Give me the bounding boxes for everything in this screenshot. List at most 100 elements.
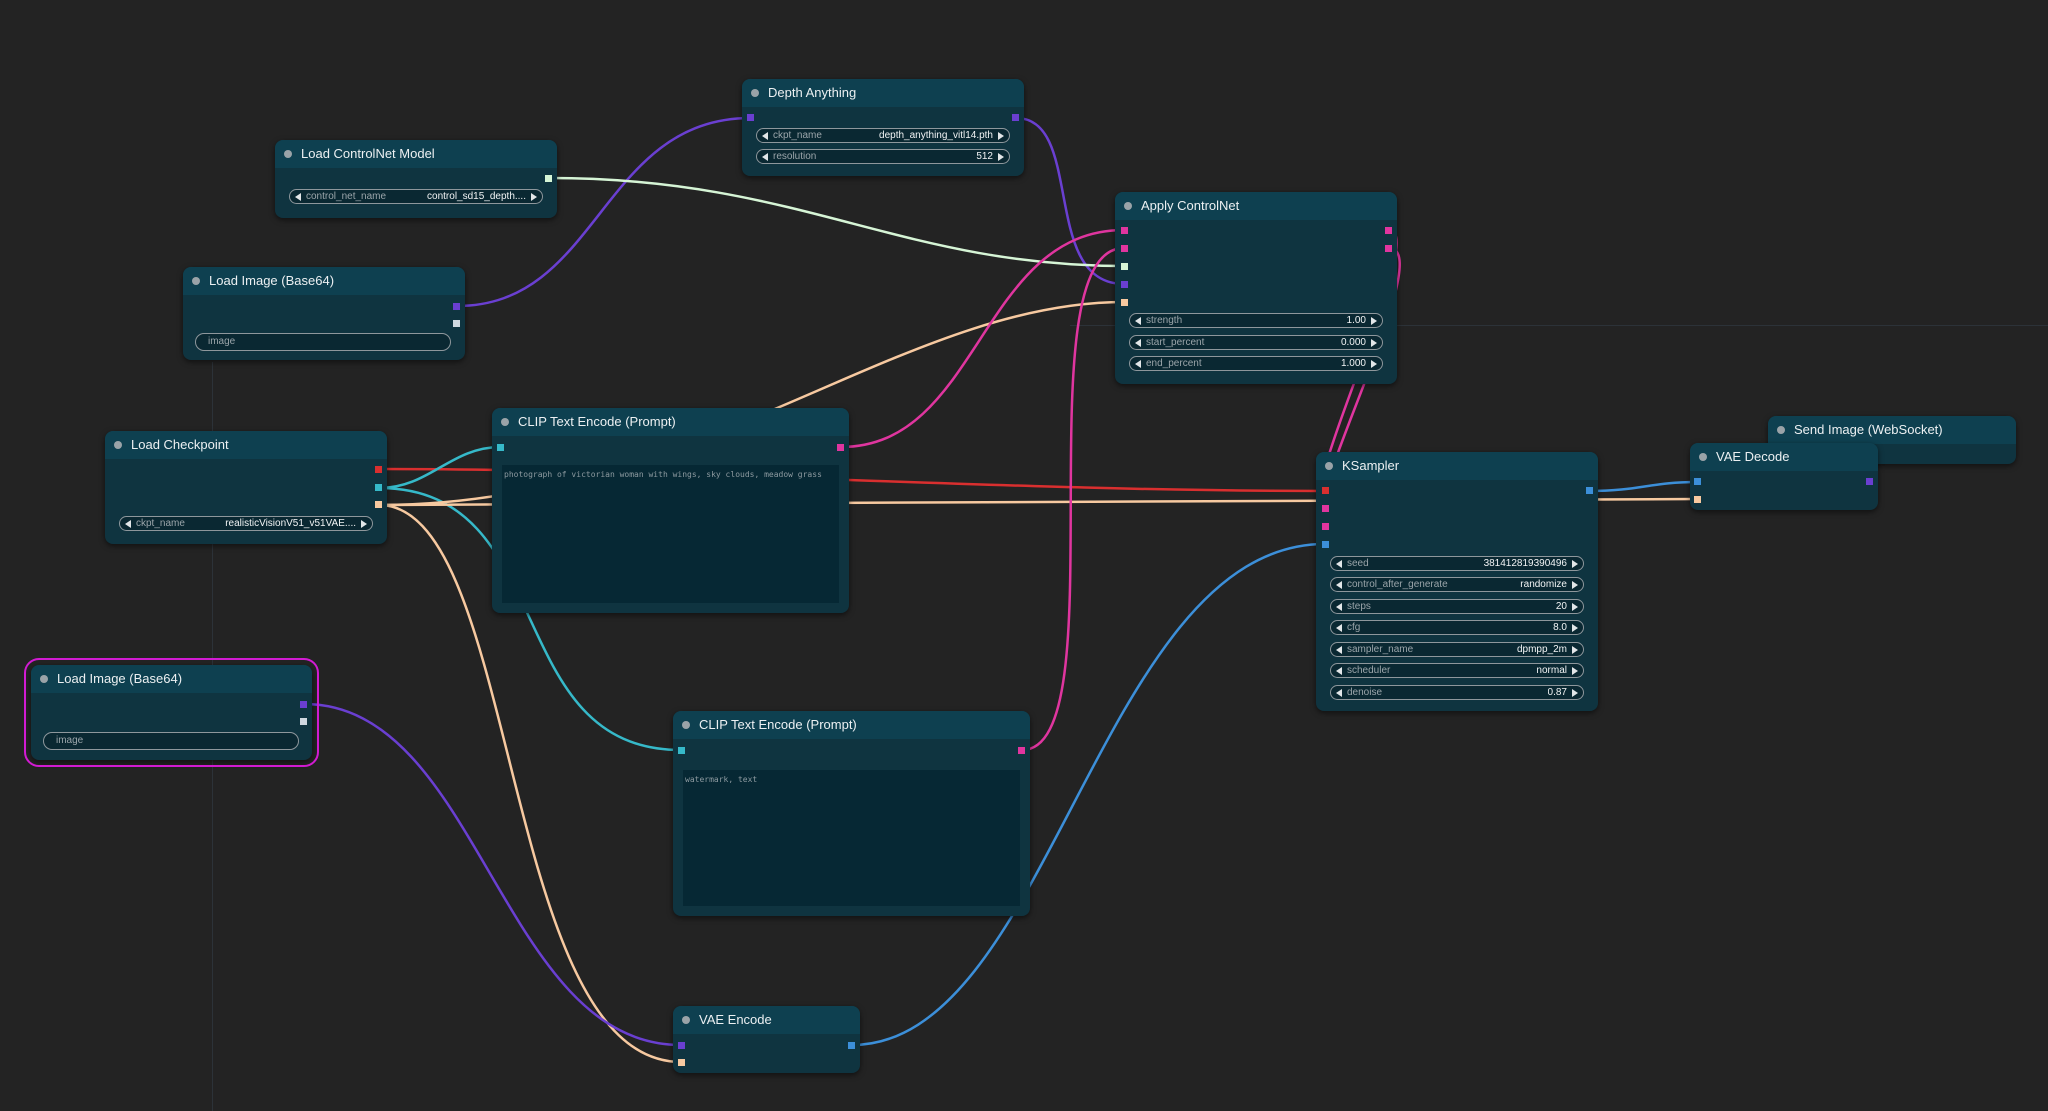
node-depth-anything[interactable]: Depth Anything ckpt_name depth_anything_… bbox=[742, 79, 1024, 176]
node-title-bar[interactable]: CLIP Text Encode (Prompt) bbox=[492, 408, 849, 436]
decrement-arrow-icon[interactable] bbox=[762, 153, 768, 161]
widget-resolution[interactable]: resolution 512 bbox=[756, 149, 1010, 164]
increment-arrow-icon[interactable] bbox=[1572, 603, 1578, 611]
decrement-arrow-icon[interactable] bbox=[762, 132, 768, 140]
output-slot-clip[interactable] bbox=[375, 484, 382, 491]
node-load-image-1[interactable]: Load Image (Base64) image bbox=[183, 267, 465, 360]
output-slot-positive[interactable] bbox=[1385, 227, 1392, 234]
output-slot-latent[interactable] bbox=[1586, 487, 1593, 494]
input-slot-clip[interactable] bbox=[678, 747, 685, 754]
image-input-field[interactable]: image bbox=[43, 732, 299, 750]
increment-arrow-icon[interactable] bbox=[1572, 560, 1578, 568]
output-slot-vae[interactable] bbox=[375, 501, 382, 508]
increment-arrow-icon[interactable] bbox=[1572, 624, 1578, 632]
widget-denoise[interactable]: denoise 0.87 bbox=[1330, 685, 1584, 700]
increment-arrow-icon[interactable] bbox=[1572, 667, 1578, 675]
input-slot-negative[interactable] bbox=[1322, 523, 1329, 530]
node-load-image-2[interactable]: Load Image (Base64) image bbox=[24, 658, 319, 767]
collapse-dot-icon[interactable] bbox=[1699, 453, 1707, 461]
node-title-bar[interactable]: CLIP Text Encode (Prompt) bbox=[673, 711, 1030, 739]
node-vae-decode[interactable]: VAE Decode bbox=[1690, 443, 1878, 510]
output-slot-conditioning[interactable] bbox=[1018, 747, 1025, 754]
input-slot-latent-image[interactable] bbox=[1322, 541, 1329, 548]
input-slot-image[interactable] bbox=[747, 114, 754, 121]
widget-sampler-name[interactable]: sampler_name dpmpp_2m bbox=[1330, 642, 1584, 657]
prompt-textarea[interactable]: photograph of victorian woman with wings… bbox=[502, 465, 839, 603]
node-title-bar[interactable]: Load ControlNet Model bbox=[275, 140, 557, 168]
output-slot-latent[interactable] bbox=[848, 1042, 855, 1049]
node-apply-controlnet[interactable]: Apply ControlNet strength 1.00 start_per… bbox=[1115, 192, 1397, 384]
node-clip-text-encode-negative[interactable]: CLIP Text Encode (Prompt) watermark, tex… bbox=[673, 711, 1030, 916]
node-title-bar[interactable]: Load Checkpoint bbox=[105, 431, 387, 459]
node-title-bar[interactable]: Apply ControlNet bbox=[1115, 192, 1397, 220]
decrement-arrow-icon[interactable] bbox=[1135, 360, 1141, 368]
node-title-bar[interactable]: Depth Anything bbox=[742, 79, 1024, 107]
increment-arrow-icon[interactable] bbox=[1371, 317, 1377, 325]
increment-arrow-icon[interactable] bbox=[998, 132, 1004, 140]
input-slot-pixels[interactable] bbox=[678, 1042, 685, 1049]
node-vae-encode[interactable]: VAE Encode bbox=[673, 1006, 860, 1073]
decrement-arrow-icon[interactable] bbox=[1336, 667, 1342, 675]
collapse-dot-icon[interactable] bbox=[114, 441, 122, 449]
widget-ckpt-name[interactable]: ckpt_name realisticVisionV51_v51VAE.... bbox=[119, 516, 373, 531]
increment-arrow-icon[interactable] bbox=[1572, 646, 1578, 654]
widget-control-after-generate[interactable]: control_after_generate randomize bbox=[1330, 577, 1584, 592]
output-slot-image[interactable] bbox=[300, 701, 307, 708]
widget-cfg[interactable]: cfg 8.0 bbox=[1330, 620, 1584, 635]
input-slot-negative[interactable] bbox=[1121, 245, 1128, 252]
widget-ckpt-name[interactable]: ckpt_name depth_anything_vitl14.pth bbox=[756, 128, 1010, 143]
decrement-arrow-icon[interactable] bbox=[1336, 560, 1342, 568]
input-slot-vae[interactable] bbox=[1121, 299, 1128, 306]
increment-arrow-icon[interactable] bbox=[998, 153, 1004, 161]
widget-control-net-name[interactable]: control_net_name control_sd15_depth.... bbox=[289, 189, 543, 204]
output-slot-control-net[interactable] bbox=[545, 175, 552, 182]
image-input-field[interactable]: image bbox=[195, 333, 451, 351]
collapse-dot-icon[interactable] bbox=[682, 1016, 690, 1024]
node-title-bar[interactable]: KSampler bbox=[1316, 452, 1598, 480]
output-slot-model[interactable] bbox=[375, 466, 382, 473]
node-load-checkpoint[interactable]: Load Checkpoint ckpt_name realisticVisio… bbox=[105, 431, 387, 544]
node-title-bar[interactable]: Send Image (WebSocket) bbox=[1768, 416, 2016, 444]
output-slot-image[interactable] bbox=[1866, 478, 1873, 485]
node-title-bar[interactable]: Load Image (Base64) bbox=[183, 267, 465, 295]
increment-arrow-icon[interactable] bbox=[1572, 689, 1578, 697]
decrement-arrow-icon[interactable] bbox=[125, 520, 131, 528]
decrement-arrow-icon[interactable] bbox=[1135, 317, 1141, 325]
input-slot-clip[interactable] bbox=[497, 444, 504, 451]
widget-start-percent[interactable]: start_percent 0.000 bbox=[1129, 335, 1383, 350]
node-ksampler[interactable]: KSampler seed 381412819390496 control_af… bbox=[1316, 452, 1598, 711]
input-slot-image[interactable] bbox=[1121, 281, 1128, 288]
decrement-arrow-icon[interactable] bbox=[1336, 646, 1342, 654]
output-slot-mask[interactable] bbox=[300, 718, 307, 725]
node-clip-text-encode-positive[interactable]: CLIP Text Encode (Prompt) photograph of … bbox=[492, 408, 849, 613]
node-send-image-websocket[interactable]: Send Image (WebSocket) bbox=[1768, 416, 2016, 464]
decrement-arrow-icon[interactable] bbox=[1336, 581, 1342, 589]
input-slot-samples[interactable] bbox=[1694, 478, 1701, 485]
input-slot-model[interactable] bbox=[1322, 487, 1329, 494]
node-title-bar[interactable]: Load Image (Base64) bbox=[31, 665, 312, 693]
output-slot-negative[interactable] bbox=[1385, 245, 1392, 252]
collapse-dot-icon[interactable] bbox=[682, 721, 690, 729]
output-slot-conditioning[interactable] bbox=[837, 444, 844, 451]
decrement-arrow-icon[interactable] bbox=[295, 193, 301, 201]
node-title-bar[interactable]: VAE Decode bbox=[1690, 443, 1878, 471]
decrement-arrow-icon[interactable] bbox=[1135, 339, 1141, 347]
increment-arrow-icon[interactable] bbox=[1371, 339, 1377, 347]
node-title-bar[interactable]: VAE Encode bbox=[673, 1006, 860, 1034]
input-slot-vae[interactable] bbox=[1694, 496, 1701, 503]
collapse-dot-icon[interactable] bbox=[284, 150, 292, 158]
input-slot-positive[interactable] bbox=[1121, 227, 1128, 234]
prompt-textarea[interactable]: watermark, text bbox=[683, 770, 1020, 906]
widget-steps[interactable]: steps 20 bbox=[1330, 599, 1584, 614]
input-slot-control-net[interactable] bbox=[1121, 263, 1128, 270]
widget-strength[interactable]: strength 1.00 bbox=[1129, 313, 1383, 328]
collapse-dot-icon[interactable] bbox=[1777, 426, 1785, 434]
collapse-dot-icon[interactable] bbox=[501, 418, 509, 426]
decrement-arrow-icon[interactable] bbox=[1336, 689, 1342, 697]
increment-arrow-icon[interactable] bbox=[1371, 360, 1377, 368]
output-slot-image[interactable] bbox=[1012, 114, 1019, 121]
input-slot-positive[interactable] bbox=[1322, 505, 1329, 512]
collapse-dot-icon[interactable] bbox=[40, 675, 48, 683]
increment-arrow-icon[interactable] bbox=[1572, 581, 1578, 589]
output-slot-image[interactable] bbox=[453, 303, 460, 310]
